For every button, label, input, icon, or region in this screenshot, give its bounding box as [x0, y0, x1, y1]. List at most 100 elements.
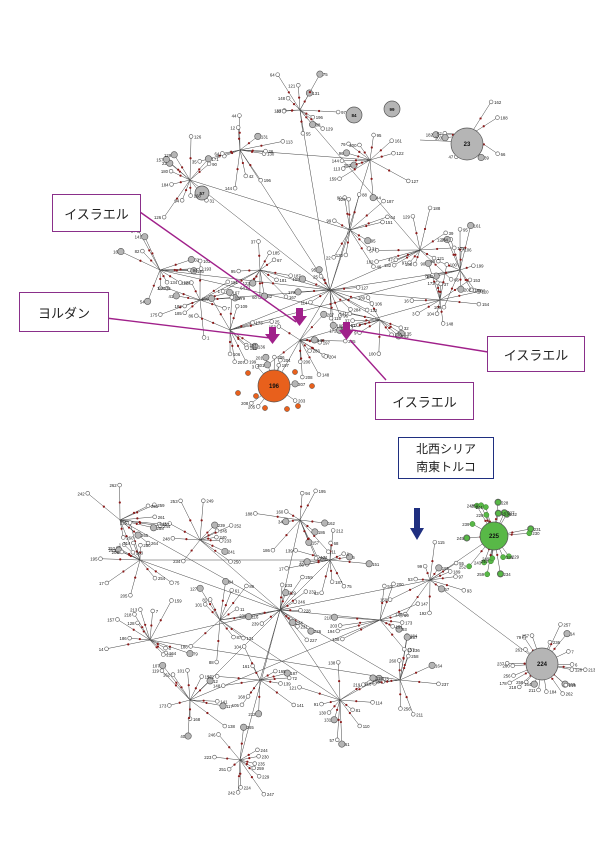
median-vector-dot — [240, 742, 243, 745]
node-label: 87 — [237, 635, 242, 640]
haplotype-node — [208, 294, 216, 302]
median-vector-dot — [248, 269, 251, 272]
haplotype-node — [245, 694, 251, 699]
haplotype-node — [369, 674, 377, 682]
node-label: 233 — [224, 538, 232, 543]
median-vector-dot — [306, 504, 309, 507]
haplotype-node — [214, 659, 219, 665]
median-vector-dot — [125, 535, 128, 538]
haplotype-node — [311, 528, 319, 536]
node-label: 116 — [252, 615, 259, 620]
node-label: 44 — [232, 114, 237, 119]
green-node — [484, 571, 491, 578]
median-vector-dot — [348, 711, 351, 715]
node-label: 227 — [507, 511, 515, 516]
median-vector-dot — [275, 691, 278, 694]
node-label: 250 — [234, 560, 242, 565]
node-label: 207 — [238, 360, 246, 365]
median-vector-dot — [230, 627, 233, 631]
node-label: 157 — [205, 675, 213, 680]
node-label: 40 — [276, 109, 281, 114]
node-label: 141 — [220, 699, 228, 704]
node-label: 75 — [347, 584, 352, 589]
node-label: 247 — [267, 792, 275, 797]
median-vector-dot — [184, 189, 188, 192]
haplotype-node — [117, 248, 125, 256]
node-label: 141 — [135, 235, 143, 240]
haplotype-node — [289, 618, 297, 626]
haplotype-node — [393, 257, 398, 262]
haplotype-node — [300, 574, 305, 580]
haplotype-node — [241, 635, 246, 641]
haplotype-node — [197, 258, 203, 264]
node-label: 231 — [534, 527, 542, 532]
haplotype-node — [428, 661, 436, 669]
haplotype-node — [214, 534, 219, 540]
green-hub-225 — [479, 521, 509, 551]
haplotype-node — [161, 214, 167, 220]
haplotype-node — [569, 662, 575, 667]
median-vector-dot — [464, 246, 467, 249]
node-label: 199 — [476, 264, 484, 269]
node-label: 60 — [252, 295, 257, 300]
median-vector-dot — [189, 519, 192, 522]
haplotype-node — [318, 274, 324, 279]
haplotype-node — [291, 380, 299, 388]
node-label: 99 — [404, 613, 409, 618]
haplotype-node — [276, 324, 282, 329]
node-label: 253 — [109, 548, 117, 553]
median-vector-dot — [221, 599, 224, 602]
median-vector-dot — [334, 301, 337, 304]
median-vector-dot — [189, 186, 192, 189]
haplotype-node — [152, 514, 157, 520]
node-label: 204 — [283, 358, 291, 363]
haplotype-node — [374, 248, 380, 253]
haplotype-node — [391, 581, 396, 587]
haplotype-node — [385, 214, 390, 219]
haplotype-node — [170, 672, 176, 677]
node-label: 1 — [119, 543, 122, 548]
median-vector-dot — [370, 146, 373, 149]
median-vector-dot — [340, 242, 343, 245]
network-edge — [299, 109, 421, 251]
haplotype-node — [279, 582, 285, 588]
node-label: 260 — [389, 658, 397, 663]
node-label: 197 — [323, 340, 331, 345]
node-label: 157 — [522, 634, 530, 639]
node-label: 187 — [387, 199, 395, 204]
haplotype-node — [219, 702, 227, 710]
median-vector-dot — [183, 530, 186, 533]
median-vector-dot — [249, 324, 252, 327]
median-vector-dot — [141, 626, 144, 629]
haplotype-node — [299, 275, 307, 283]
node-label: 151 — [372, 562, 380, 567]
node-label: 234 — [296, 620, 304, 625]
median-vector-dot — [179, 174, 182, 177]
network-edge — [189, 609, 281, 701]
median-vector-dot — [452, 253, 455, 256]
node-label: 157 — [312, 540, 320, 545]
haplotype-node — [188, 644, 193, 649]
node-label: 157 — [156, 157, 164, 162]
node-label: 120 — [336, 253, 344, 258]
node-label: 200 — [478, 289, 486, 294]
haplotype-node — [530, 680, 538, 688]
haplotype-node — [434, 311, 440, 316]
node-label: 218 — [364, 681, 372, 686]
node-label: 9 — [354, 331, 357, 336]
median-vector-dot — [269, 615, 273, 618]
node-label: 17 — [279, 566, 284, 571]
median-vector-dot — [484, 519, 487, 522]
median-vector-dot — [357, 624, 360, 627]
orange-node — [292, 369, 298, 375]
network-edge — [139, 559, 281, 611]
haplotype-node — [399, 620, 405, 625]
haplotype-node — [228, 559, 233, 564]
node-label: 148 — [213, 684, 221, 689]
haplotype-node — [320, 126, 325, 131]
node-label: 212 — [336, 528, 344, 533]
median-vector-dot — [337, 718, 340, 721]
median-vector-dot — [122, 570, 125, 573]
gray-hub-23 — [450, 127, 484, 161]
median-vector-dot — [319, 295, 322, 298]
